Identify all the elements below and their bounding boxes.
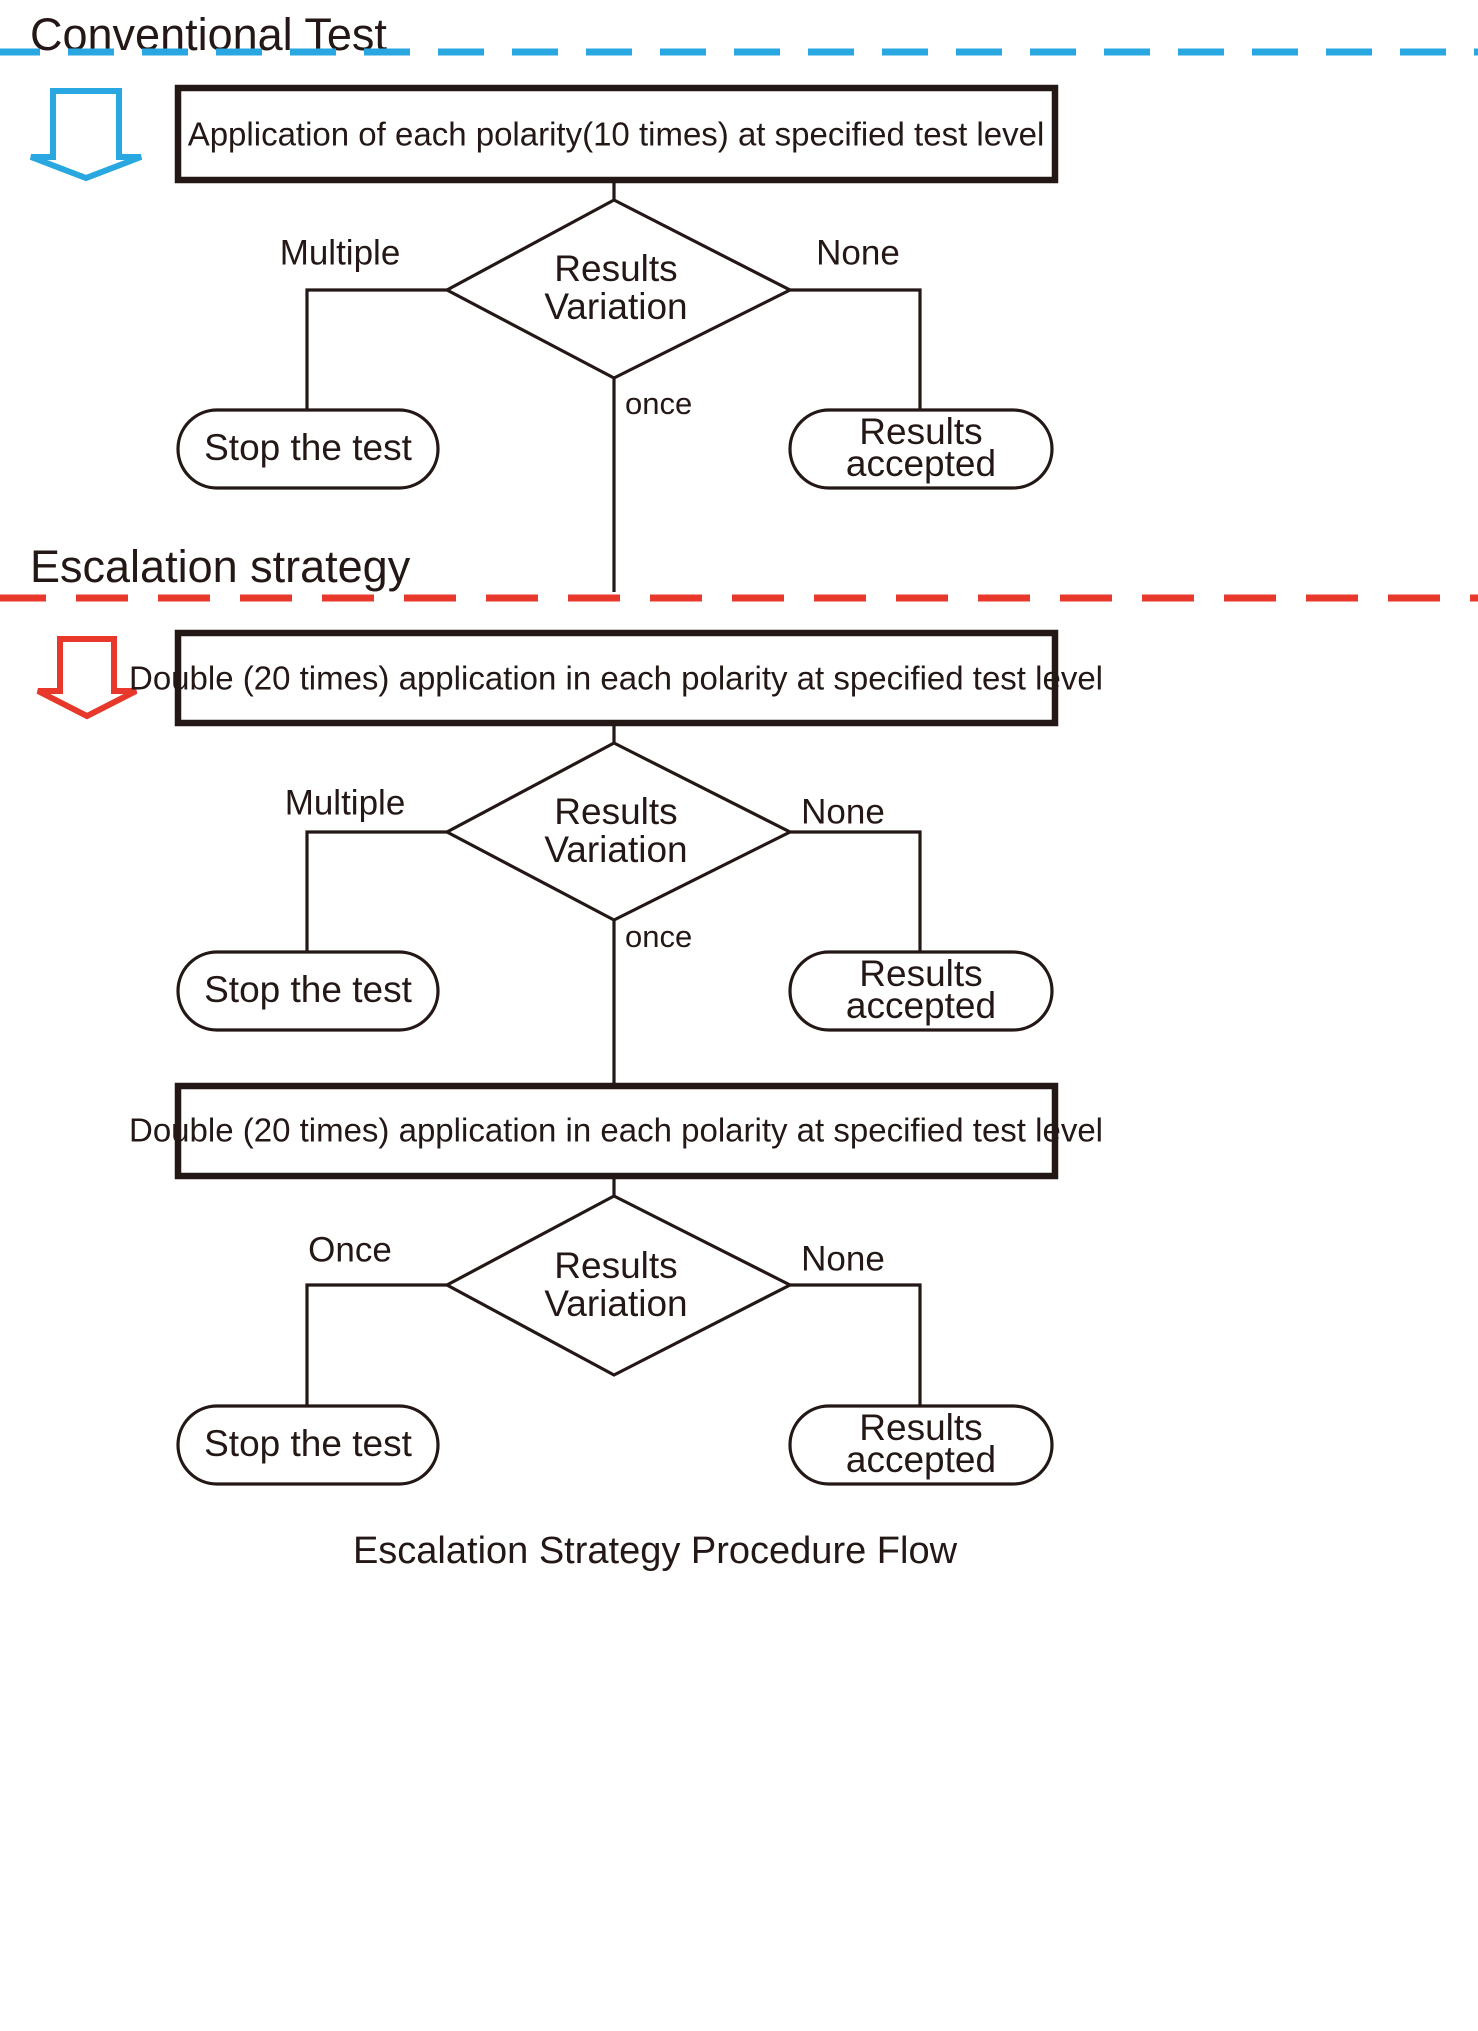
process-box-escalation-1-label: Double (20 times) application in each po… bbox=[129, 660, 1103, 697]
terminal-results-accepted-3-line1: Results bbox=[859, 1407, 982, 1448]
terminal-stop-the-test-2-label: Stop the test bbox=[204, 969, 412, 1010]
edge-label-1-left: Multiple bbox=[280, 233, 401, 272]
process-box-escalation-2 bbox=[174, 1082, 1059, 1180]
terminal-results-accepted-1-line2: accepted bbox=[846, 443, 996, 484]
terminal-results-accepted-2 bbox=[788, 950, 1054, 1032]
process-box-escalation-1 bbox=[174, 629, 1059, 727]
decision-diamond-3-line2: Variation bbox=[544, 1283, 687, 1324]
process-box-conventional-label: Application of each polarity(10 times) a… bbox=[188, 116, 1045, 153]
terminal-stop-the-test-1-label: Stop the test bbox=[204, 427, 412, 468]
edge-label-2-right: None bbox=[801, 792, 885, 831]
decision-diamond-2-line1: Results bbox=[554, 791, 677, 832]
edge-label-2-down: once bbox=[625, 919, 692, 954]
process-box-conventional bbox=[174, 84, 1059, 184]
connector-decision-3-right bbox=[790, 1283, 922, 1406]
process-box-escalation-2-label: Double (20 times) application in each po… bbox=[129, 1112, 1103, 1149]
down-arrow-icon-blue bbox=[29, 88, 143, 182]
edge-label-1-right: None bbox=[816, 233, 900, 272]
decision-diamond-2-line2: Variation bbox=[544, 829, 687, 870]
connector-decision-3-left bbox=[305, 1283, 447, 1406]
terminal-results-accepted-3-line2: accepted bbox=[846, 1439, 996, 1480]
figure-caption: Escalation Strategy Procedure Flow bbox=[353, 1530, 958, 1572]
edge-label-3-left: Once bbox=[308, 1230, 392, 1269]
section-title-escalation: Escalation strategy bbox=[30, 541, 411, 592]
edge-label-1-down: once bbox=[625, 386, 692, 421]
terminal-stop-the-test-1 bbox=[176, 408, 440, 490]
decision-diamond-3-line1: Results bbox=[554, 1245, 677, 1286]
terminal-results-accepted-2-line2: accepted bbox=[846, 985, 996, 1026]
connector-decision-2-left bbox=[305, 830, 447, 952]
connector-decision-2-right bbox=[790, 830, 922, 952]
connector-decision-1-left bbox=[305, 288, 447, 410]
decision-diamond-3 bbox=[443, 1194, 794, 1377]
terminal-results-accepted-2-line1: Results bbox=[859, 953, 982, 994]
connector-decision-1-right bbox=[790, 288, 922, 410]
terminal-results-accepted-1-line1: Results bbox=[859, 411, 982, 452]
edge-label-3-right: None bbox=[801, 1239, 885, 1278]
terminal-results-accepted-3 bbox=[788, 1404, 1054, 1486]
terminal-stop-the-test-3 bbox=[176, 1404, 440, 1486]
edge-label-2-left: Multiple bbox=[285, 783, 406, 822]
terminal-stop-the-test-3-label: Stop the test bbox=[204, 1423, 412, 1464]
down-arrow-icon-red bbox=[36, 636, 138, 720]
terminal-stop-the-test-2 bbox=[176, 950, 440, 1032]
decision-diamond-1-line1: Results bbox=[554, 248, 677, 289]
decision-diamond-1-line2: Variation bbox=[544, 286, 687, 327]
terminal-results-accepted-1 bbox=[788, 408, 1054, 490]
